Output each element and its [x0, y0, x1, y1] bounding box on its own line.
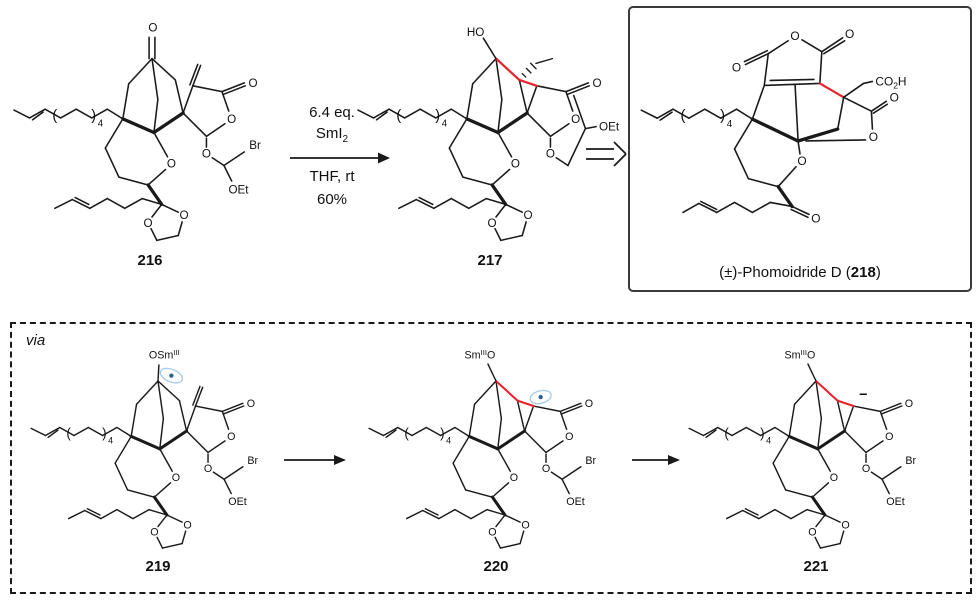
atom-smo: SmIIIO — [785, 348, 816, 362]
new-bond-red — [494, 57, 538, 87]
radical-highlight-ring — [159, 367, 184, 384]
arrowhead — [378, 152, 390, 164]
repeat-subscript-4: 4 — [727, 119, 733, 130]
atom-smo: SmIIIO — [465, 348, 496, 362]
radical-highlight-ring — [529, 389, 552, 405]
structure-219-drawing: OSmIII — [30, 348, 260, 550]
atom-o-lactone-carbonyl: O — [890, 90, 899, 104]
structure-220: SmIIIO — [362, 336, 630, 560]
product-box: ( ) 4 O O O CO2H — [628, 6, 972, 292]
compound-label-216: 216 — [137, 252, 163, 269]
compound-label-218: (±)-Phomoidride D (218) — [719, 264, 881, 281]
lactone-ring — [805, 96, 889, 142]
atom-o-carbonyl-left: O — [732, 61, 741, 75]
repeat-paren-open: ( — [680, 108, 685, 124]
arrowhead — [668, 455, 680, 465]
reagent-smi2: SmI2 — [315, 125, 349, 145]
repeat-paren-close: ) — [720, 108, 725, 124]
new-bond-red — [494, 379, 535, 408]
hydroxyl-bond — [482, 37, 497, 60]
acetic-acid-arm — [842, 80, 874, 99]
structure-217: HO OEt — [350, 10, 642, 253]
ketone-side-chain — [682, 184, 810, 219]
arrow-219-220 — [282, 452, 348, 468]
left-alkene-chain — [640, 108, 754, 121]
samarium-oxy-bond — [487, 363, 497, 382]
atom-ho: HO — [467, 26, 484, 39]
anhydride-ring — [743, 36, 846, 87]
structure-216: O — [6, 10, 298, 253]
reaction-arrow — [288, 148, 392, 168]
via-label: via — [26, 332, 46, 349]
radical-electron-dot — [538, 394, 543, 400]
structure-218-drawing: ( ) 4 O O O CO2H — [640, 27, 907, 225]
atom-oet: OEt — [599, 121, 620, 134]
structure-219: OSmIII — [24, 336, 292, 560]
atom-o-lactone-ring: O — [869, 130, 878, 144]
arrow-220-221 — [630, 452, 682, 468]
ketone-top — [148, 36, 156, 60]
mechanism-box: via — [10, 322, 972, 594]
compound-label-220: 220 — [483, 558, 509, 575]
bicyclic-core — [733, 83, 845, 188]
compound-label-217: 217 — [477, 252, 503, 269]
atom-o-carbonyl-right: O — [845, 27, 854, 41]
new-bond-red — [818, 82, 845, 99]
compound-label-221: 221 — [803, 558, 829, 575]
compound-label-219: 219 — [145, 558, 171, 575]
reaction-conditions: THF, rt — [309, 168, 355, 185]
atom-o-ketone: O — [811, 211, 820, 225]
acetal-ring-closure — [567, 94, 597, 167]
structure-217-drawing: HO OEt — [357, 26, 620, 243]
atom-o-ketone: O — [148, 21, 157, 34]
structure-220-drawing: SmIIIO — [368, 348, 598, 550]
double-arrow — [584, 138, 628, 170]
arrowhead — [334, 455, 346, 465]
structure-221: SmIIIO − — [682, 336, 950, 560]
carbanion-minus: − — [859, 387, 867, 403]
atom-co2h: CO2H — [875, 74, 906, 90]
atom-o-pyran: O — [797, 154, 806, 168]
new-bond-red — [814, 379, 855, 408]
reagent-equivalents: 6.4 eq. — [309, 104, 355, 121]
atom-o-anhydride: O — [790, 29, 799, 43]
structure-216-drawing: O — [13, 21, 262, 243]
radical-electron-dot — [169, 373, 174, 378]
atom-osm: OSmIII — [149, 348, 180, 362]
reaction-yield: 60% — [316, 191, 348, 208]
samarium-oxy-bond — [807, 363, 817, 382]
hashed-methyl-wedge — [521, 57, 554, 78]
samarium-oxy-bond — [157, 364, 160, 382]
structure-221-drawing: SmIIIO − — [688, 348, 918, 550]
